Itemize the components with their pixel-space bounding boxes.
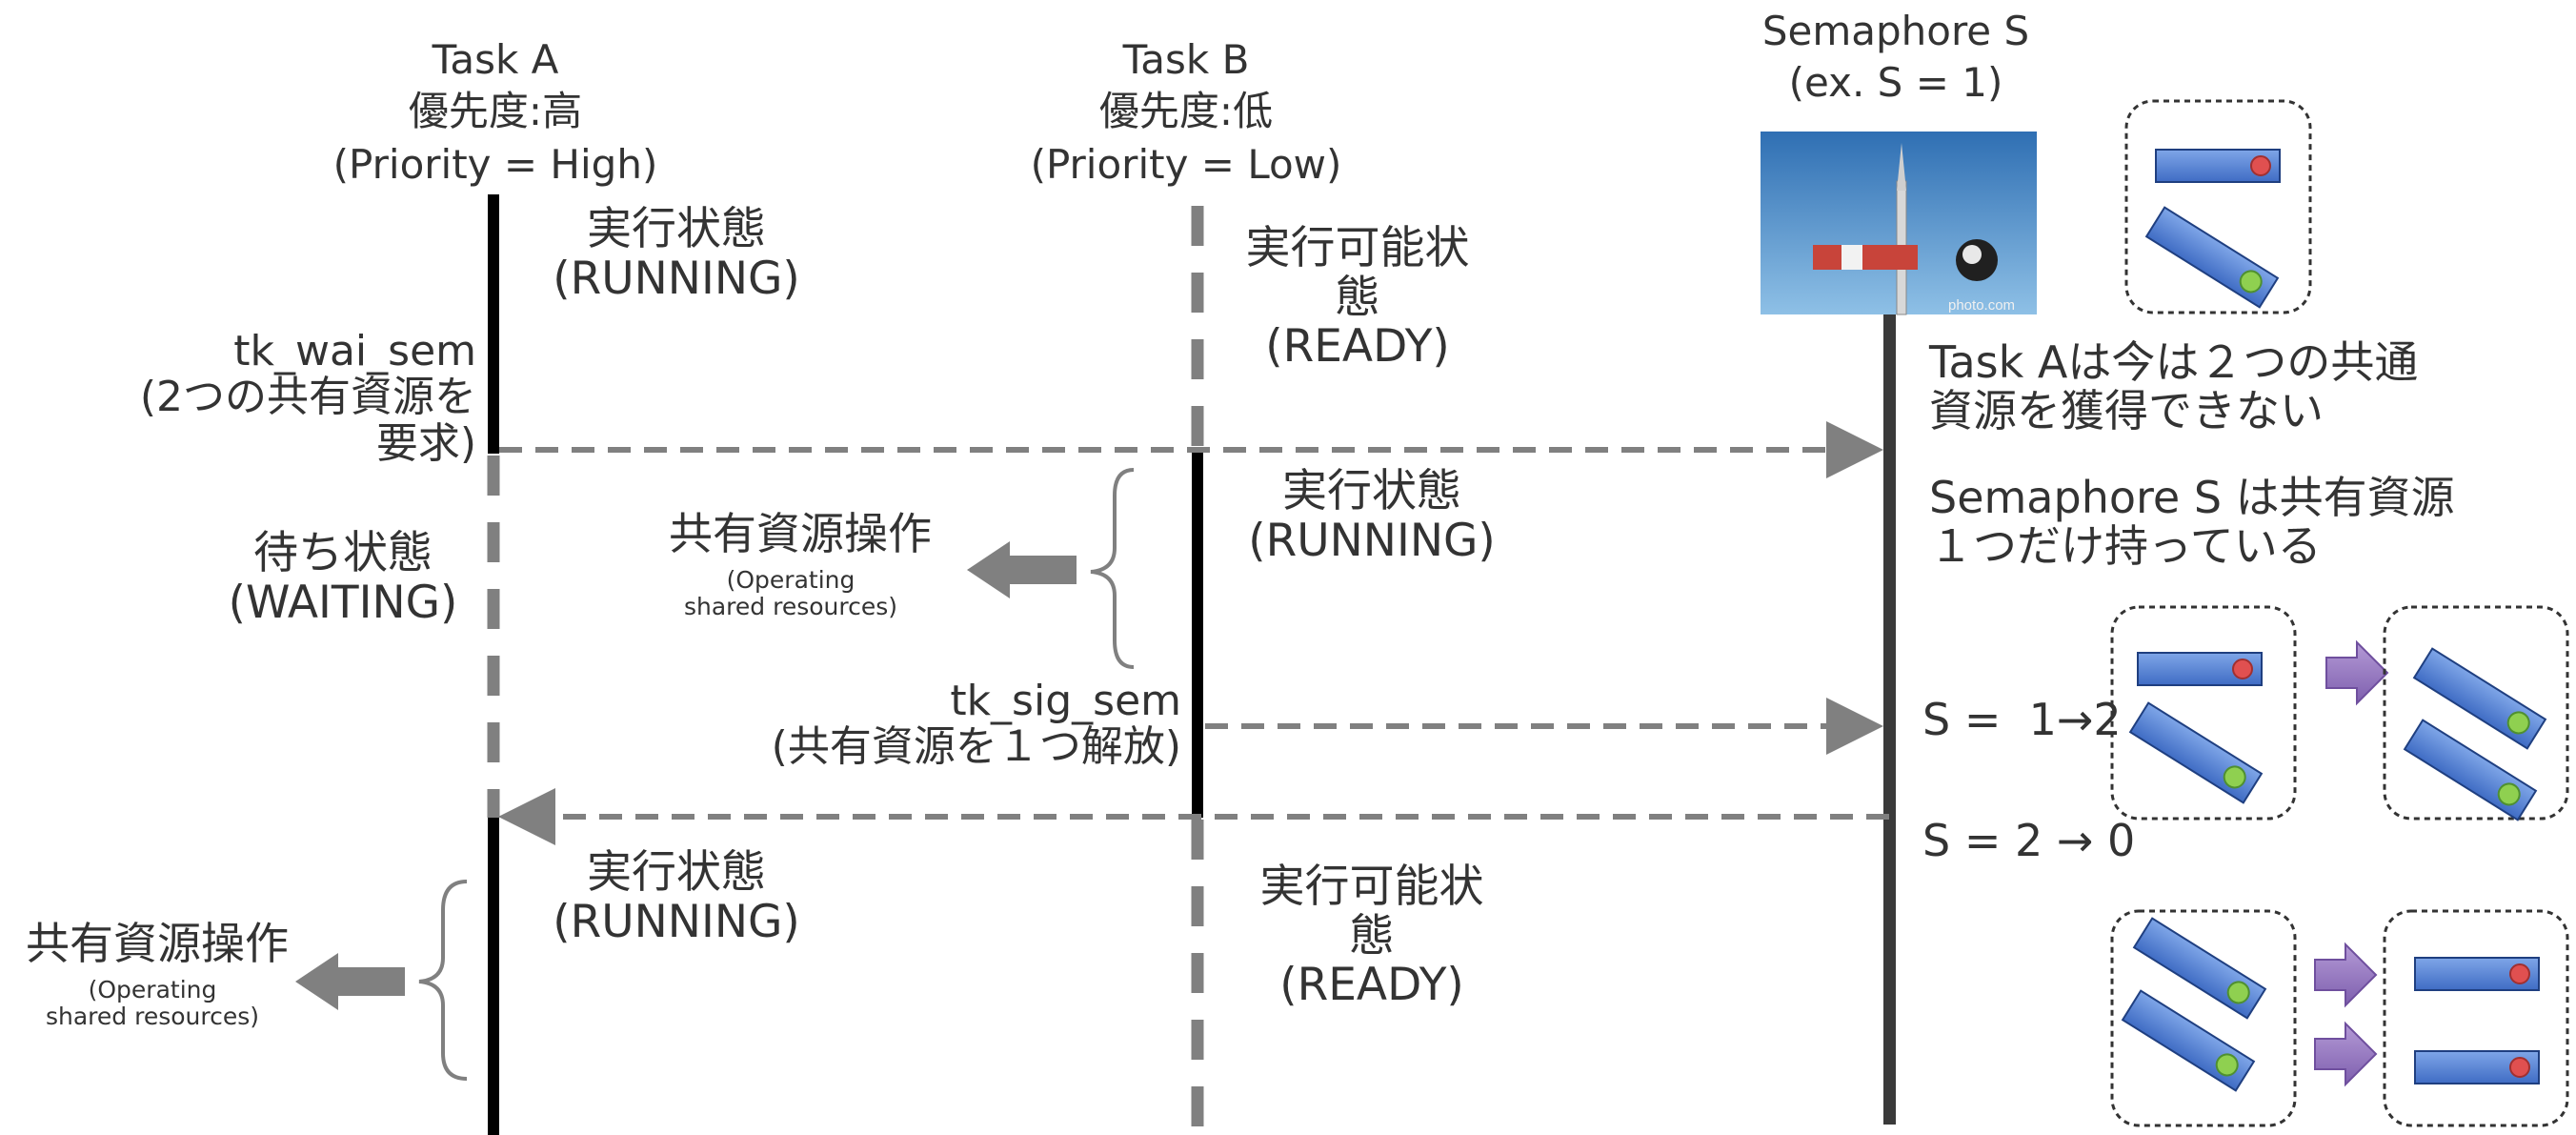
arrow-task-a-operation <box>295 953 405 1010</box>
task-a-state-running-1: 実行状態 (RUNNING) <box>553 203 800 305</box>
resource-box-mid-left <box>2110 605 2297 821</box>
semaphore-example: (ex. S = 1) <box>1788 59 2003 106</box>
task-a-running-segment-1 <box>488 194 499 454</box>
task-a-lifeline <box>487 194 500 1135</box>
purple-arrow-bottom-1 <box>2314 943 2377 1006</box>
semaphore-note-task-a-blocked: Task Aは今は２つの共通 資源を獲得できない <box>1929 336 2419 436</box>
task-a-running-segment-2 <box>488 818 499 1135</box>
task-b-priority-en: (Priority = Low) <box>1030 141 1342 188</box>
task-a-name: Task A <box>432 36 559 83</box>
task-a-state-waiting: 待ち状態 (WAITING) <box>228 527 458 629</box>
task-a-operation-label: 共有資源操作 <box>26 918 289 969</box>
brace-task-a-operation <box>418 880 468 1081</box>
task-b-call-sig-sem: tk_sig_sem (共有資源を１つ解放) <box>771 677 1181 772</box>
task-b-priority-jp: 優先度:低 <box>1098 88 1274 134</box>
semaphore-count-change-1: S = 1→2 <box>1922 694 2122 745</box>
arrow-task-b-operation <box>967 541 1077 598</box>
task-b-operation-sub: (Operating shared resources) <box>683 566 898 620</box>
resource-box-bottom-left <box>2110 909 2297 1127</box>
semaphore-photo: photo.com <box>1761 132 2037 315</box>
task-b-state-ready-2: 実行可能状 態 (READY) <box>1259 861 1484 1012</box>
task-b-state-running: 実行状態 (RUNNING) <box>1248 465 1496 567</box>
task-a-operation-sub: (Operating shared resources) <box>45 976 260 1030</box>
semaphore-note-holdings: Semaphore S は共有資源 １つだけ持っている <box>1929 472 2455 572</box>
purple-arrow-bottom-2 <box>2314 1023 2377 1085</box>
photo-watermark: photo.com <box>1948 297 2015 314</box>
task-b-running-segment <box>1192 452 1203 818</box>
resource-box-top <box>2124 99 2312 314</box>
task-b-name: Task B <box>1122 36 1250 83</box>
purple-arrow-mid <box>2325 641 2388 704</box>
task-b-operation-label: 共有資源操作 <box>669 508 932 559</box>
semaphore-count-change-2: S = 2 → 0 <box>1922 815 2136 866</box>
semaphore-lifeline <box>1883 314 1896 1125</box>
semaphore-name: Semaphore S <box>1761 8 2030 54</box>
brace-task-b-operation <box>1090 468 1135 669</box>
task-b-lifeline <box>1191 206 1204 1129</box>
task-a-call-wait-sem: tk_wai_sem (2つの共有資源を 要求) <box>139 327 476 468</box>
resource-box-bottom-right <box>2383 909 2569 1127</box>
task-a-priority-jp: 優先度:高 <box>408 88 583 134</box>
task-b-state-ready-1: 実行可能状 態 (READY) <box>1245 222 1470 374</box>
task-a-state-running-2: 実行状態 (RUNNING) <box>553 846 800 948</box>
resource-box-mid-right <box>2383 605 2569 821</box>
task-a-priority-en: (Priority = High) <box>332 141 658 188</box>
